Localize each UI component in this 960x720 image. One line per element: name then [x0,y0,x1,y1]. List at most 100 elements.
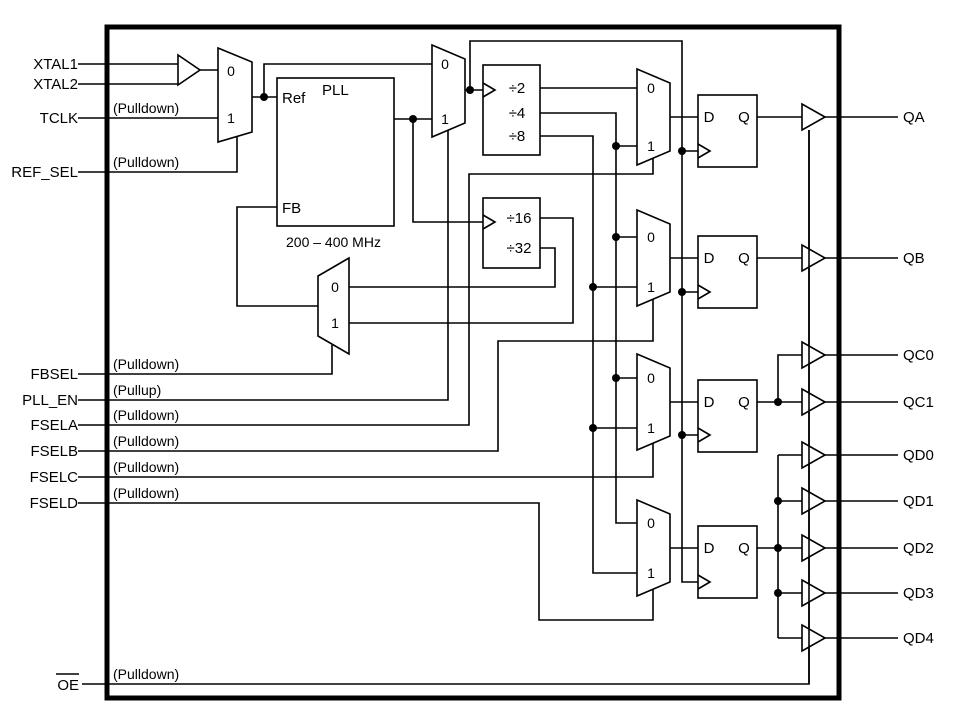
pll-title: PLL [322,82,349,99]
ref-mux-1-label: 1 [227,110,235,126]
dff-d-d-label: D [704,540,715,557]
mux-d-1-label: 1 [647,565,655,581]
mux-b [636,208,671,308]
dff-c-box [697,379,758,453]
pin-label-qd2: QD2 [903,540,934,557]
ref-mux-0-label: 0 [227,63,235,79]
div4-bus [540,112,637,524]
qd4-buffer [801,623,827,653]
div32-to-fbmux [349,247,556,288]
fseld-route [78,502,654,621]
qd2-buffer [801,533,827,563]
pin-label-fsela: FSELA [30,417,78,434]
dff-a-box [697,94,758,168]
qd3-buffer [801,578,827,608]
pin-label-qa: QA [903,109,925,126]
pll-ref-pin-label: Ref [282,90,306,107]
mux-d-0-label: 0 [647,515,655,531]
pin-label-qc0: QC0 [903,347,934,364]
pll-bypass-mux [431,43,466,139]
fb-mux-1-label: 1 [331,315,339,331]
junction-dot [774,497,782,505]
dff-b-q-label: Q [738,250,750,267]
mux-a-1-label: 1 [647,138,655,154]
dff-pin-labels: D Q D Q D Q D Q [704,109,750,557]
annotation-fseld-pulldown: (Pulldown) [113,485,179,501]
junction-dot [678,147,686,155]
divider-1632-box [482,197,541,269]
div8-bus [540,135,637,574]
refsel-route [78,137,238,173]
pll-fb-pin-label: FB [282,200,301,217]
pll-to-fb-divider-clock [412,119,483,223]
pin-label-xtal2: XTAL2 [33,76,78,93]
dff-a-clock-wedge [697,143,712,159]
pin-label-xtal1: XTAL1 [33,56,78,73]
dff-c-q-label: Q [738,394,750,411]
annotation-oe-pulldown: (Pulldown) [113,666,179,682]
pin-label-qd4: QD4 [903,630,934,647]
annotation-pll-en-pullup: (Pullup) [113,382,161,398]
fb-mux-0-label: 0 [331,279,339,295]
output-buffers [801,102,827,653]
ref-select-mux [217,46,253,144]
mux-b-1-label: 1 [647,279,655,295]
fselb-route [78,299,654,452]
annotation-tclk-pulldown: (Pulldown) [113,100,179,116]
divider-2-label: ÷2 [509,80,526,97]
output-pin-labels: QA QB QC0 QC1 QD0 QD1 QD2 QD3 QD4 [903,109,934,647]
pin-label-qb: QB [903,250,925,267]
fbsel-route [78,345,333,375]
divider-16-label: ÷16 [507,210,532,227]
pin-label-tclk: TCLK [40,110,78,127]
qa-buffer [801,102,827,132]
junction-dot [612,233,620,241]
bypass-mux-0-label: 0 [441,56,449,72]
divider-32-label: ÷32 [507,240,532,257]
annotation-fbsel-pulldown: (Pulldown) [113,356,179,372]
qc0-buffer [801,340,827,370]
pll-box [276,77,395,227]
pin-label-pll-en: PLL_EN [22,392,78,409]
pin-label-qd0: QD0 [903,447,934,464]
junction-dot [589,424,597,432]
divider-8-label: ÷8 [509,128,526,145]
dff-q-wires [757,116,802,549]
pin-label-fseld: FSELD [30,495,79,512]
xtal-osc-buffer [177,53,202,87]
dff-d-box [697,525,758,599]
fselc-route [78,443,654,478]
annotation-fsela-pulldown: (Pulldown) [113,407,179,423]
pin-label-qc1: QC1 [903,394,934,411]
annotation-ref-sel-pulldown: (Pulldown) [113,154,179,170]
pin-label-qd3: QD3 [903,585,934,602]
dff-d-clock-wedge [697,574,712,590]
dff-b-d-label: D [704,250,715,267]
chip-boundary-box [104,24,842,701]
clock-bus [469,40,698,583]
pin-label-fbsel: FBSEL [30,366,78,383]
qc-fanout-bus [777,354,802,403]
junction-dots [260,86,782,597]
junction-dot [260,93,268,101]
output-wires [825,116,898,639]
divider-4-label: ÷4 [509,105,526,122]
mux-to-dff-wires [670,116,698,549]
pin-label-fselc: FSELC [30,469,79,486]
junction-dot [466,86,474,94]
pllen-route [78,130,449,401]
mux-c-0-label: 0 [647,370,655,386]
junction-dot [612,142,620,150]
mux-b-0-label: 0 [647,229,655,245]
divider-248-clock-wedge [482,82,497,98]
pin-label-oe: OE [57,677,79,694]
mux-c-1-label: 1 [647,420,655,436]
junction-dot [774,589,782,597]
dff-a-d-label: D [704,109,715,126]
mux-select-labels: 0 1 0 1 0 1 0 1 0 1 0 1 0 1 [227,56,655,581]
div16-to-fbmux [349,217,574,324]
junction-dot [774,544,782,552]
pll-range-label: 200 – 400 MHz [286,234,381,250]
